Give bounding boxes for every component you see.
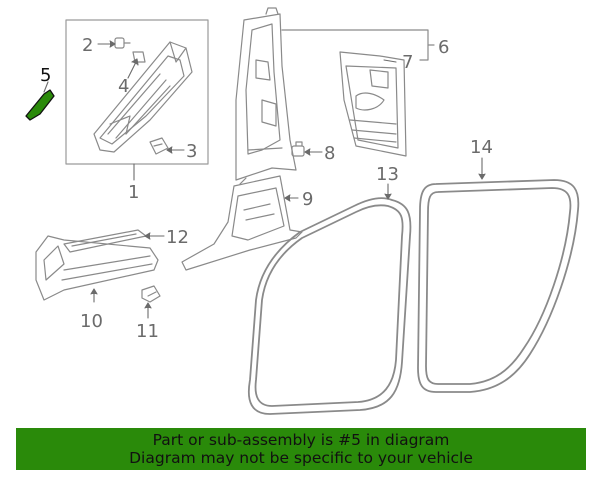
callout-12: 12 <box>166 227 189 248</box>
callout-11: 11 <box>136 321 159 342</box>
callout-9: 9 <box>302 189 313 210</box>
banner-line-1: Part or sub-assembly is #5 in diagram <box>152 431 450 449</box>
callout-6: 6 <box>438 37 449 58</box>
part-9-b-pillar-lower <box>181 175 303 271</box>
part-2-clip <box>114 37 131 49</box>
part-14-rear-seal <box>417 179 580 393</box>
callout-5: 5 <box>40 65 51 86</box>
part-3-clip <box>149 137 169 155</box>
part-5-trim-highlighted <box>25 89 55 121</box>
callout-2: 2 <box>82 35 93 56</box>
banner-line-2: Diagram may not be specific to your vehi… <box>129 449 473 467</box>
callout-13: 13 <box>376 164 399 185</box>
callout-1: 1 <box>128 182 139 203</box>
part-7-b-pillar-panel <box>339 51 407 157</box>
part-13-front-seal <box>248 197 412 415</box>
part-6-b-pillar-trim <box>235 7 297 181</box>
info-banner: Part or sub-assembly is #5 in diagram Di… <box>16 428 586 470</box>
part-1-group-box <box>65 19 209 165</box>
part-8-clip <box>291 141 305 157</box>
part-11-clip <box>141 285 161 303</box>
part-6-bracket <box>281 29 435 61</box>
part-4-clip <box>132 51 146 63</box>
callout-4: 4 <box>118 76 129 97</box>
callout-8: 8 <box>324 143 335 164</box>
part-10-sill-trim <box>35 235 159 301</box>
part-1-a-pillar-trim <box>93 41 193 153</box>
callout-labels: 1 2 3 4 5 6 7 8 9 10 11 12 13 14 <box>40 35 493 342</box>
callout-10: 10 <box>80 311 103 332</box>
callout-14: 14 <box>470 137 493 158</box>
callout-7: 7 <box>402 52 413 73</box>
leader-lines <box>43 40 486 319</box>
callout-3: 3 <box>186 141 197 162</box>
